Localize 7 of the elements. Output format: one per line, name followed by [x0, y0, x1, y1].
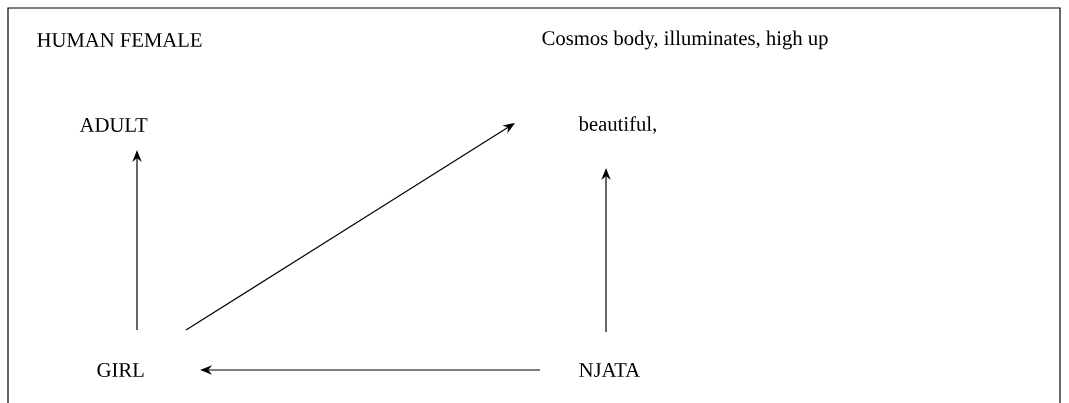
arrow	[185, 123, 515, 331]
node-label: Cosmos body, illuminates, high up	[542, 30, 828, 50]
node-label: GIRL	[97, 363, 144, 377]
node-label: beautiful,	[578, 116, 656, 134]
node-label: ADULT	[79, 118, 148, 132]
node-label: NJATA	[579, 363, 640, 377]
node-label: HUMAN FEMALE	[37, 33, 202, 47]
